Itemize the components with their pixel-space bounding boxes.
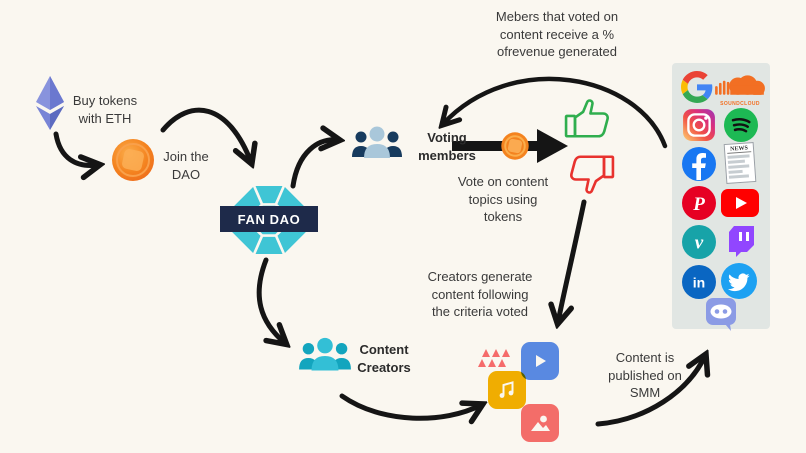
thumbs-up-icon — [564, 99, 609, 138]
facebook-icon — [682, 147, 716, 181]
linkedin-glyph: in — [693, 275, 705, 291]
voting-members-icon — [352, 126, 402, 158]
soundcloud-icon: SOUNDCLOUD — [714, 73, 766, 107]
vote-note: Vote on content topics using tokens — [457, 174, 549, 225]
spotify-icon — [724, 108, 758, 142]
photo-icon — [531, 415, 550, 431]
discord-icon — [706, 298, 736, 331]
instagram-icon — [683, 109, 715, 141]
vimeo-icon: v — [682, 225, 716, 259]
news-icon: NEWS — [723, 142, 757, 184]
triangles-decoration — [481, 344, 511, 362]
dao-token-coin — [112, 139, 154, 181]
buy-tokens-label: Buy tokens with ETH — [72, 93, 138, 126]
arrow-creators-to-media — [339, 393, 481, 418]
linkedin-icon: in — [682, 265, 716, 299]
thumbs-down-icon — [570, 155, 615, 194]
arrow-dao-to-voting — [290, 140, 338, 189]
content-creators-label: Content Creators — [357, 342, 411, 375]
arrow-thumbs-to-media — [558, 199, 587, 322]
voting-members-label: Voting members — [418, 130, 476, 163]
arrow-dao-to-creators — [256, 257, 285, 343]
video-content-icon — [521, 342, 559, 380]
music-note-icon — [499, 381, 514, 398]
creators-note: Creators generate content following the … — [427, 269, 533, 320]
pinterest-icon: P — [682, 186, 716, 220]
play-icon — [536, 355, 546, 367]
content-creators-icon — [299, 337, 351, 371]
twitch-icon — [729, 226, 754, 257]
vimeo-glyph: v — [695, 233, 704, 254]
members-revenue-note: Mebers that voted on content receive a %… — [495, 9, 619, 60]
join-dao-label: Join the DAO — [163, 149, 209, 182]
published-note: Content is published on SMM — [608, 350, 682, 401]
news-masthead: NEWS — [726, 145, 752, 154]
social-media-panel: SOUNDCLOUD N — [672, 63, 770, 331]
vote-token-coin — [501, 132, 529, 160]
pinterest-glyph: P — [692, 194, 705, 215]
twitter-icon — [721, 263, 757, 299]
soundcloud-wordmark: SOUNDCLOUD — [720, 101, 760, 107]
fan-dao-label: FAN DAO — [237, 211, 301, 227]
ethereum-icon — [36, 76, 64, 130]
music-content-icon — [488, 371, 526, 409]
youtube-icon — [721, 189, 759, 217]
arrow-eth-to-coin — [53, 131, 98, 166]
fan-dao-banner: FAN DAO — [220, 206, 318, 232]
google-icon — [681, 71, 713, 103]
image-content-icon — [521, 404, 559, 442]
triangles-decoration-2 — [477, 354, 507, 372]
